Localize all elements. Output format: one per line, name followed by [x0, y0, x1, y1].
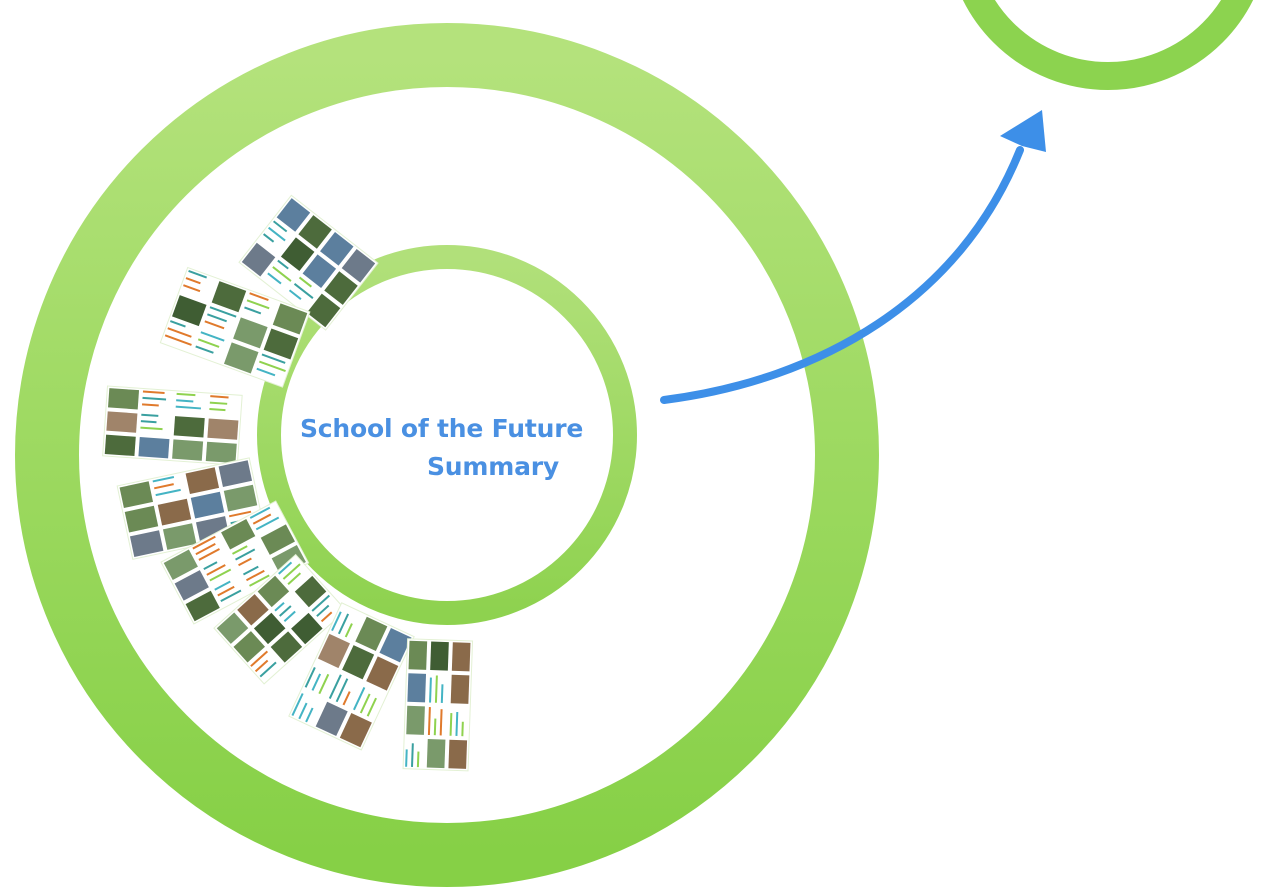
frame-title-line-1[interactable]: School of the Future	[300, 414, 584, 443]
arrow-head-icon	[1000, 110, 1046, 152]
outer-frame-ring[interactable]	[15, 23, 879, 887]
frame-title-line-2[interactable]: Summary	[427, 452, 559, 481]
slide-thumbnail-6[interactable]	[213, 553, 347, 685]
slide-thumbnail-8[interactable]	[402, 638, 474, 772]
slide-thumbnail-2[interactable]	[159, 266, 311, 388]
inner-frame-ring[interactable]	[257, 245, 637, 625]
slide-thumbnail-7[interactable]	[288, 602, 415, 751]
slide-thumbnail-3[interactable]	[102, 385, 243, 466]
slide-thumbnail-1[interactable]	[238, 194, 379, 331]
path-arrow	[660, 146, 1024, 404]
thumbnail-arc	[102, 194, 474, 772]
next-frame-ring[interactable]	[960, 0, 1256, 90]
slide-thumbnail-5[interactable]	[160, 500, 310, 625]
